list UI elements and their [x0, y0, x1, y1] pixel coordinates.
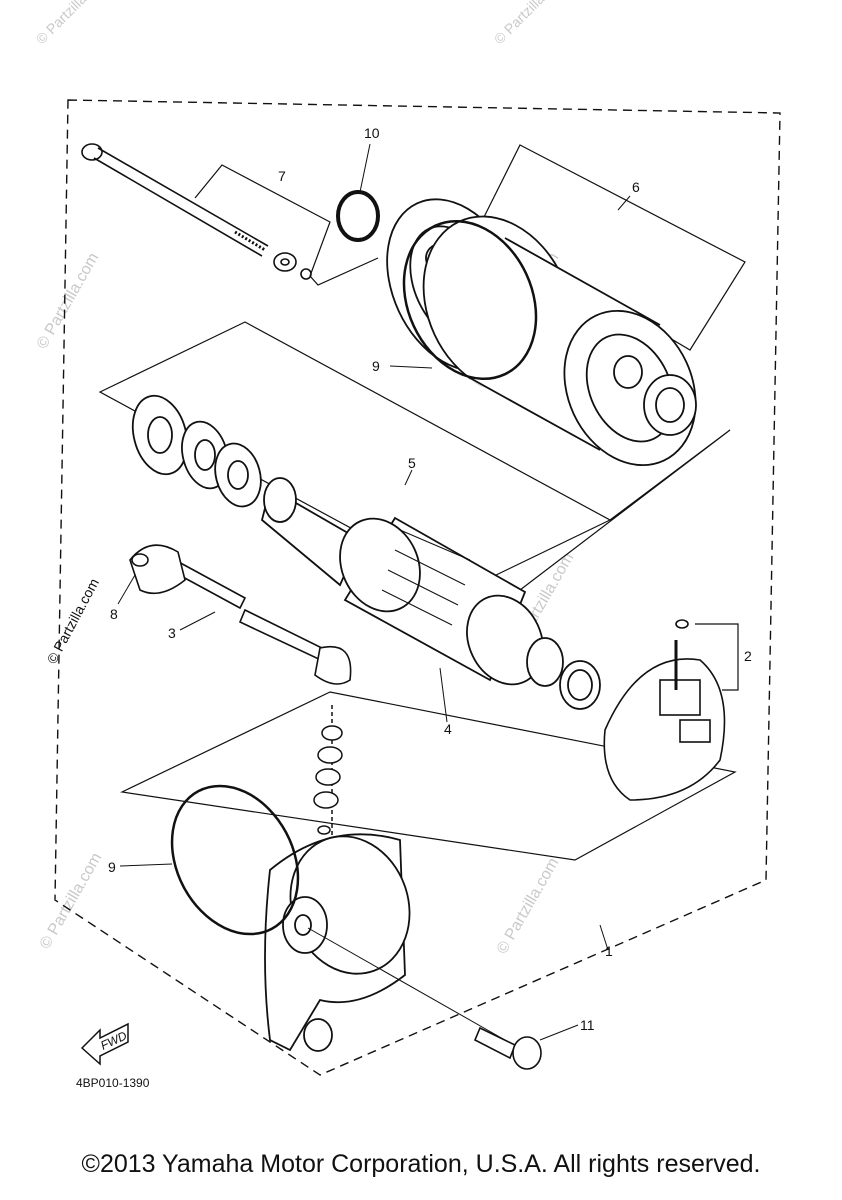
callout-11: 11 — [580, 1017, 595, 1033]
callout-5: 5 — [408, 455, 416, 471]
watermark-partzilla-dark: © Partzilla.com — [44, 576, 102, 667]
assembly-boundary — [54, 99, 781, 1076]
part-11-bolt — [473, 1026, 542, 1070]
callout-7: 7 — [278, 168, 286, 184]
part-4-armature — [260, 477, 601, 710]
callout-9-lower: 9 — [108, 859, 116, 875]
callout-6: 6 — [632, 179, 640, 195]
part-9-o-ring-lower — [170, 784, 300, 936]
leader-3 — [179, 611, 216, 631]
fwd-arrow-icon: FWD — [80, 1022, 129, 1066]
leader-5 — [404, 469, 413, 486]
leader-1 — [599, 924, 609, 951]
callout-9-upper: 9 — [372, 358, 380, 374]
leader-11 — [539, 1024, 579, 1041]
leader-8 — [117, 574, 136, 605]
watermarks: © Partzilla.com © Partzilla.com © Partzi… — [33, 0, 578, 957]
watermark: © Partzilla.com — [491, 0, 569, 47]
part-code: 4BP010-1390 — [76, 1076, 150, 1090]
callout-1: 1 — [605, 943, 613, 959]
part-9-o-ring-upper — [402, 219, 538, 381]
bracket-7-tail — [309, 257, 379, 286]
leader-9-upper — [389, 365, 433, 369]
leader-9-lower — [119, 863, 173, 867]
watermark: © Partzilla.com — [494, 855, 563, 957]
part-2-brush-holder — [603, 619, 726, 801]
part-7-through-bolt — [81, 143, 312, 280]
leader-10 — [359, 143, 371, 193]
axis-11 — [307, 927, 506, 1041]
part-6-rear-cover-yoke — [386, 198, 697, 466]
front-cover — [264, 833, 411, 1052]
callout-labels: 1 2 3 4 5 6 7 8 9 9 10 11 — [108, 125, 752, 1033]
copyright-notice: ©2013 Yamaha Motor Corporation, U.S.A. A… — [81, 1150, 761, 1178]
leader-6 — [617, 195, 631, 211]
group-brackets — [98, 144, 746, 861]
callout-2: 2 — [744, 648, 752, 664]
callout-4: 4 — [444, 721, 452, 737]
callout-3: 3 — [168, 625, 176, 641]
watermark: © Partzilla.com — [37, 850, 106, 952]
callout-10: 10 — [364, 125, 380, 141]
part-8-terminal-cap — [129, 544, 186, 595]
leader-4 — [439, 667, 448, 723]
watermark: © Partzilla.com — [34, 250, 103, 352]
callout-8: 8 — [110, 606, 118, 622]
watermark: © Partzilla.com — [33, 0, 111, 47]
part-10-o-ring — [336, 190, 380, 242]
part-3-terminal-bolt — [168, 558, 352, 685]
bracket-2 — [695, 623, 739, 691]
part-5-washer-set — [131, 394, 262, 508]
nut-washer-stack — [313, 705, 343, 835]
bracket-7 — [194, 164, 331, 277]
